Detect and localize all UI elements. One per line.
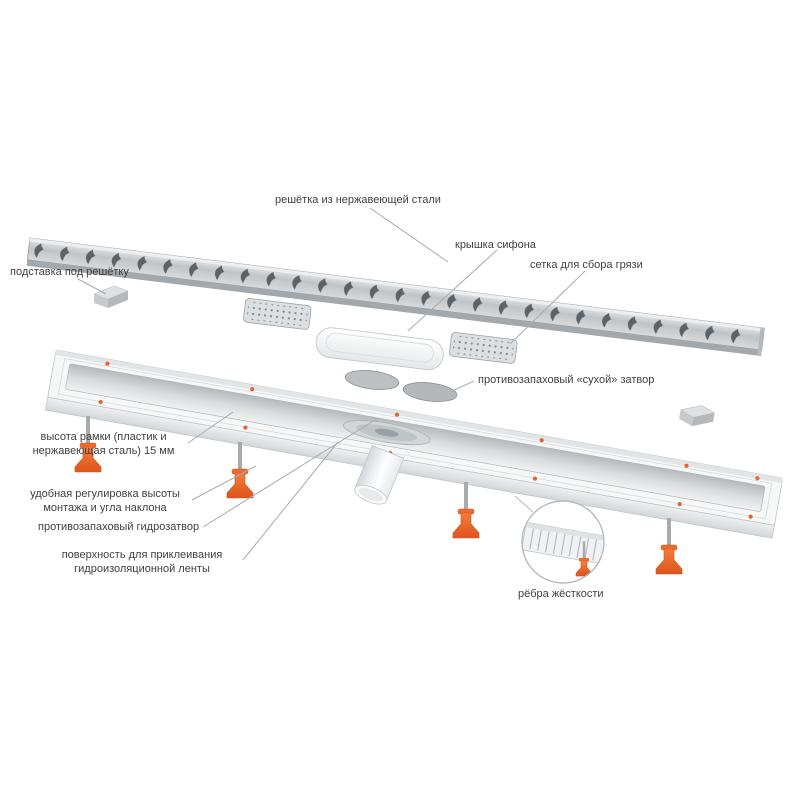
dirt-mesh-plate-2 (449, 332, 518, 364)
inset-content (522, 501, 604, 583)
stainless-grate (26, 237, 765, 356)
adjustable-foot-3 (452, 481, 480, 539)
label-frame-height: высота рамки (пластик и нержавеющая стал… (32, 431, 175, 458)
channel-body (45, 349, 783, 539)
label-grate-stand: подставка под решётку (10, 266, 129, 278)
dirt-mesh-plate-1 (243, 298, 312, 330)
grate-stand-bracket-right (677, 401, 716, 431)
channel-front-wall (45, 396, 775, 539)
grate-end-cap (757, 327, 765, 356)
siphon-cover (315, 327, 444, 371)
leader-height-adjustment (191, 465, 257, 501)
label-siphon-cover: крышка сифона (455, 239, 536, 251)
flange-screws (98, 361, 760, 519)
drain-hole (374, 428, 399, 437)
leader-water-trap (202, 417, 379, 528)
dry-trap-seal-2 (402, 382, 458, 402)
drain-outlet-pipe (354, 445, 405, 505)
dry-trap-seals (344, 370, 458, 402)
inset-circle-outline (521, 500, 605, 584)
label-dry-trap: противозапаховый «сухой» затвор (478, 374, 655, 386)
label-height-adjustment: удобная регулировка высоты монтажа и угл… (30, 488, 180, 515)
leader-tape-surface (242, 441, 339, 561)
leader-lines (77, 207, 586, 561)
label-water-trap: противозапаховый гидрозатвор (38, 521, 200, 533)
label-grate: решётка из нержавеющей стали (275, 194, 441, 206)
channel-inner-frame (57, 358, 773, 520)
leader-grate-stand (77, 278, 107, 295)
inset-connector-line (514, 495, 534, 513)
detail-inset (514, 495, 605, 584)
channel-far-edge (55, 350, 783, 484)
dry-trap-seal-1 (344, 370, 400, 390)
adjustable-foot-4 (655, 517, 683, 575)
rib-lines (529, 528, 598, 561)
leader-grate (369, 207, 449, 263)
stiffening-ribs-detail (522, 521, 604, 565)
grate-stand-bracket (93, 285, 129, 309)
leader-dirt-mesh (509, 270, 586, 345)
grate-thickness-edge (26, 259, 762, 356)
leader-dry-trap (451, 380, 475, 392)
label-tape-surface: поверхность для приклеивания гидроизоляц… (61, 549, 223, 576)
leader-siphon-cover (407, 249, 498, 332)
leader-frame-height (187, 411, 234, 444)
grate-wave-pattern (33, 238, 759, 350)
label-stiffening-ribs: рёбра жёсткости (518, 588, 604, 600)
label-dirt-mesh: сетка для сбора грязи (530, 259, 643, 271)
